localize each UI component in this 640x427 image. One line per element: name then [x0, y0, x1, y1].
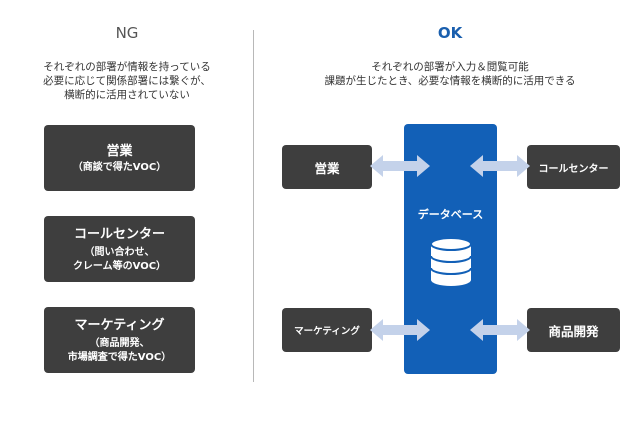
ng-description-line: 横断的に活用されていない: [64, 89, 190, 101]
ok-heading: OK: [437, 24, 463, 42]
database-icon: [430, 237, 472, 286]
section-divider: [253, 30, 254, 382]
ng-marketing-box: マーケティング （商品開発、 市場調査で得たVOC）: [44, 307, 195, 373]
ng-description-line: それぞれの部署が情報を持っている: [43, 61, 211, 73]
ng-description-line: 必要に応じて関係部署には繋ぐが、: [43, 75, 211, 87]
double-arrow-icon: [370, 155, 430, 177]
ng-call-center-subtitle: （問い合わせ、: [84, 246, 155, 258]
ok-marketing-box: マーケティング: [282, 308, 372, 352]
ng-sales-box: 営業 （商談で得たVOC）: [44, 125, 195, 191]
ng-call-center-box: コールセンター （問い合わせ、 クレーム等のVOC）: [44, 216, 195, 282]
double-arrow-icon: [470, 155, 530, 177]
ok-description: それぞれの部署が入力＆閲覧可能 課題が生じたとき、必要な情報を横断的に活用できる: [300, 60, 600, 88]
database-label: データベース: [417, 208, 484, 221]
ng-call-center-title: コールセンター: [73, 226, 165, 242]
ok-call-center-box: コールセンター: [527, 145, 620, 189]
ng-sales-title: 営業: [106, 143, 133, 159]
ng-sales-subtitle: （商談で得たVOC）: [72, 161, 167, 173]
double-arrow-icon: [470, 319, 530, 341]
ok-product-development-box: 商品開発: [527, 308, 620, 352]
ng-marketing-title: マーケティング: [74, 317, 165, 333]
double-arrow-icon: [370, 319, 430, 341]
ng-call-center-subtitle: クレーム等のVOC）: [72, 260, 167, 272]
ng-description: それぞれの部署が情報を持っている 必要に応じて関係部署には繋ぐが、 横断的に活用…: [10, 60, 244, 102]
ng-heading: NG: [115, 24, 139, 42]
ok-sales-box: 営業: [282, 145, 372, 189]
ok-description-line: それぞれの部署が入力＆閲覧可能: [371, 61, 529, 73]
ok-description-line: 課題が生じたとき、必要な情報を横断的に活用できる: [324, 75, 576, 87]
ng-marketing-subtitle: （商品開発、: [89, 337, 150, 349]
ng-marketing-subtitle: 市場調査で得たVOC）: [67, 351, 172, 363]
